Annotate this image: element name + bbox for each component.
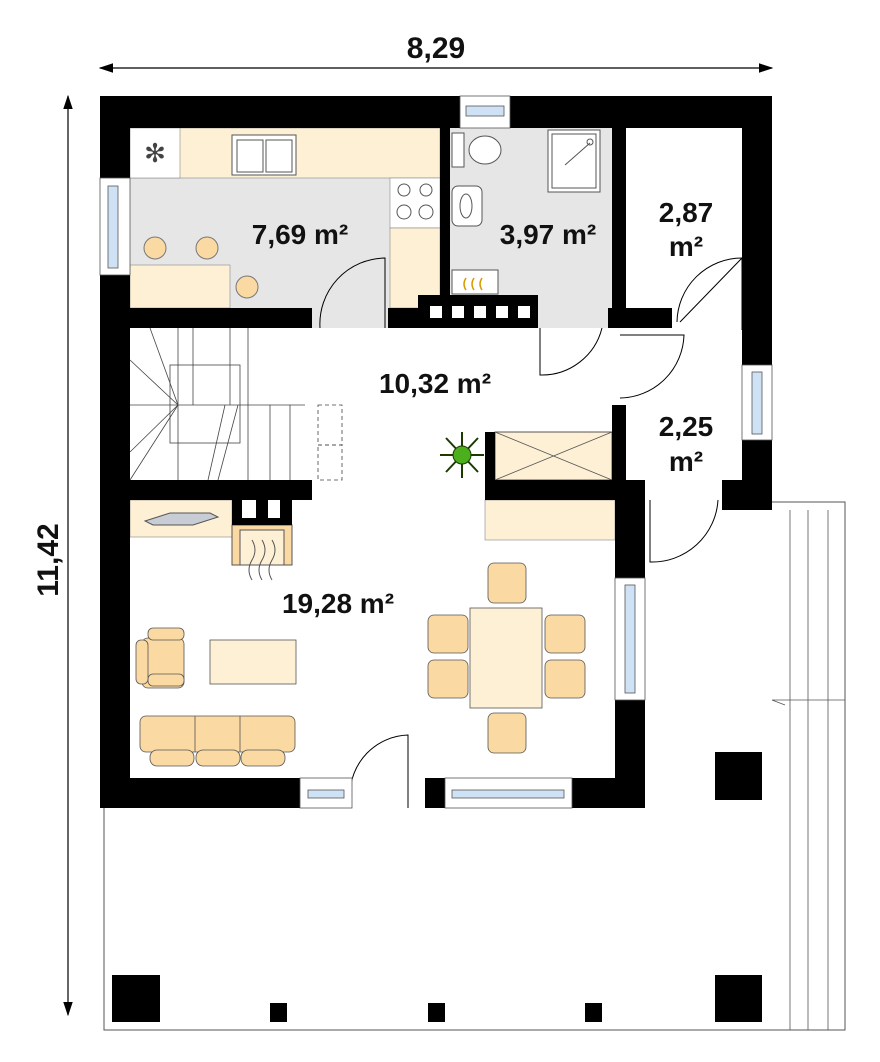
staircase: [129, 327, 343, 481]
living-area-label: 19,28 m²: [282, 588, 394, 619]
fireplace: [231, 524, 293, 581]
tv-icon: [143, 512, 220, 526]
heater-icon: [451, 269, 499, 295]
toilet-icon: [468, 135, 502, 165]
entry-area-value: 2,25: [659, 411, 714, 442]
bathroom-area-label: 3,97 m²: [500, 219, 597, 250]
width-dimension: 8,29: [98, 32, 774, 73]
windows: [99, 95, 773, 809]
bathroom-fixtures: [451, 129, 601, 295]
width-label: 8,29: [407, 32, 465, 65]
storage-area-value: 2,87: [659, 197, 714, 228]
chimney-flues: [242, 306, 530, 518]
hall-area-label: 10,32 m²: [379, 368, 491, 399]
plant-icon: [440, 432, 484, 478]
storage-area-unit: m²: [669, 231, 703, 262]
fridge-icon: ✻: [144, 138, 166, 168]
sideboard: [484, 499, 616, 541]
entry-area-unit: m²: [669, 446, 703, 477]
sink-icon: [451, 185, 483, 227]
terrace: [103, 501, 846, 1031]
kitchen-area-label: 7,69 m²: [252, 219, 349, 250]
living-furniture: [135, 562, 586, 767]
height-label: 11,42: [32, 523, 65, 596]
height-dimension: 11,42: [32, 94, 73, 1017]
doors: [319, 257, 743, 808]
